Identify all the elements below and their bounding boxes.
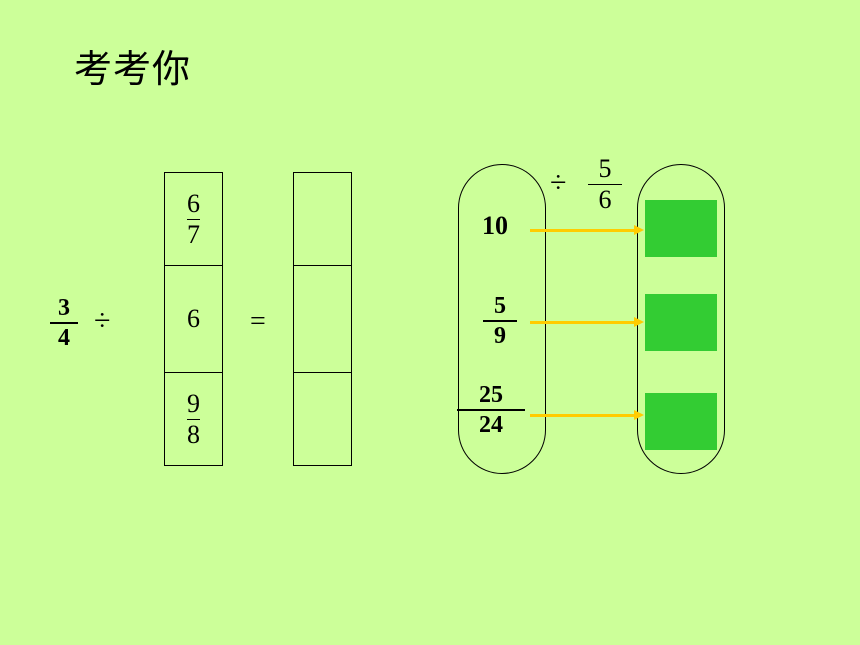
arrow-shaft (530, 413, 634, 417)
operation-denominator: 6 (598, 185, 612, 214)
input-pill (458, 164, 546, 474)
answer-cell-1[interactable] (293, 172, 352, 266)
equals-sign: = (250, 306, 266, 337)
dividend-denominator: 4 (58, 325, 70, 351)
input-2-denominator: 9 (494, 323, 506, 349)
divisor-1-denominator: 7 (187, 219, 200, 249)
arrow-head-icon (634, 317, 644, 327)
input-fraction-3: 25 24 (457, 383, 525, 437)
divisor-2-value: 6 (187, 304, 200, 333)
divisor-3-denominator: 8 (187, 419, 200, 449)
input-fraction-2: 5 9 (483, 294, 517, 348)
divisor-fraction-3: 9 8 (187, 388, 200, 449)
arrow-shaft (530, 228, 634, 232)
divisor-cell-2: 6 (164, 266, 223, 373)
divisor-cell-1: 6 7 (164, 172, 223, 266)
answer-cell-3[interactable] (293, 373, 352, 466)
input-3-denominator: 24 (479, 412, 503, 438)
fraction-bar (50, 322, 78, 324)
answer-cell-2[interactable] (293, 266, 352, 373)
arrow-head-icon (634, 410, 644, 420)
arrow-shaft (530, 320, 634, 324)
divisor-column: 6 7 6 9 8 (164, 172, 223, 466)
fraction-bar (457, 409, 525, 411)
fraction-bar (483, 320, 517, 322)
arrow-1 (530, 225, 644, 235)
answer-column (293, 172, 352, 466)
dividend-fraction: 3 4 (50, 296, 78, 350)
operation-numerator: 5 (598, 154, 612, 183)
divisor-1-numerator: 6 (187, 188, 200, 218)
arrow-2 (530, 317, 644, 327)
page-title: 考考你 (74, 47, 192, 91)
dividend-numerator: 3 (58, 295, 70, 321)
input-2-numerator: 5 (494, 293, 506, 319)
operation-divide-sign: ÷ (550, 166, 567, 199)
fraction-bar (187, 218, 200, 220)
fraction-bar (187, 418, 200, 420)
output-box-3[interactable] (645, 393, 717, 450)
input-3-numerator: 25 (479, 382, 503, 408)
divide-sign: ÷ (94, 304, 111, 337)
divisor-cell-3: 9 8 (164, 373, 223, 466)
divisor-3-numerator: 9 (187, 388, 200, 418)
output-box-2[interactable] (645, 294, 717, 351)
arrow-head-icon (634, 225, 644, 235)
fraction-bar (588, 184, 622, 185)
divisor-fraction-1: 6 7 (187, 188, 200, 249)
output-box-1[interactable] (645, 200, 717, 257)
arrow-3 (530, 410, 644, 420)
operation-fraction: 5 6 (588, 156, 622, 213)
input-value-1: 10 (482, 211, 508, 240)
